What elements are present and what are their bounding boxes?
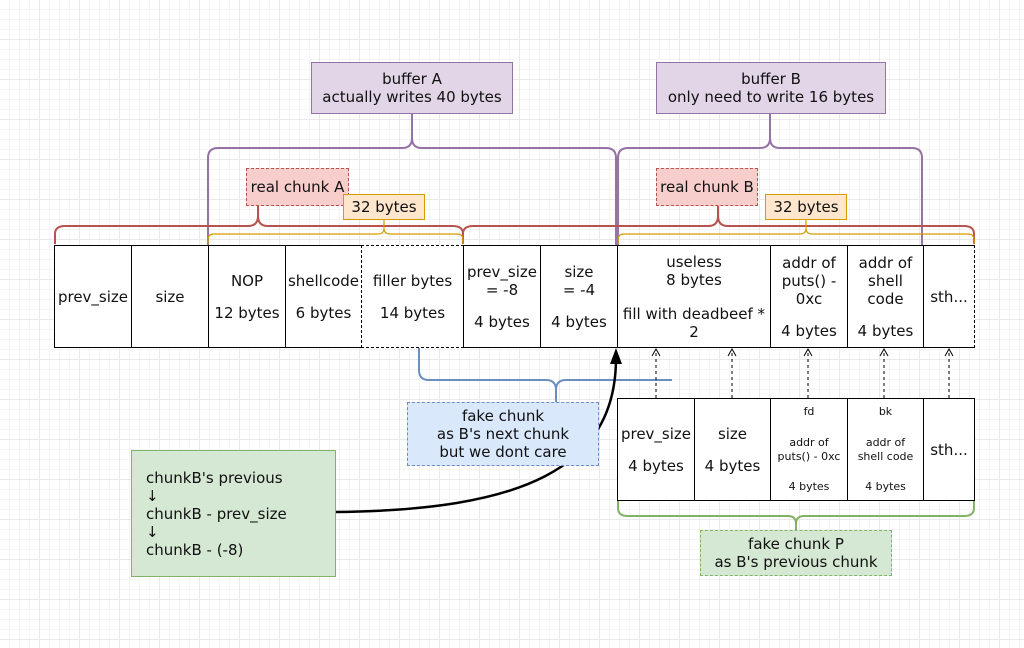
real-chunk-a-label: real chunk A	[246, 168, 349, 206]
fake-bk-desc: addr of shell code	[857, 435, 914, 463]
filler-bytes: 14 bytes	[379, 303, 446, 322]
shellcode-bytes: 6 bytes	[295, 303, 352, 322]
fake-bk-cell: bk addr of shell code 4 bytes	[847, 398, 924, 501]
bytes-a-text: 32 bytes	[351, 198, 417, 216]
addr-puts-name: addr of puts() - 0xc	[781, 253, 837, 308]
fake-chunk-p-text: fake chunk P as B's previous chunk	[714, 535, 878, 571]
size-text: size	[155, 287, 185, 306]
note-box: chunkB's previous ↓ chunkB - prev_size ↓…	[131, 450, 336, 577]
fake-fd-cell: fd addr of puts() - 0xc 4 bytes	[770, 398, 848, 501]
useless-note: fill with deadbeef * 2	[622, 304, 766, 341]
fake-fd-desc: addr of puts() - 0xc	[777, 435, 841, 463]
nop-cell: NOP 12 bytes	[208, 245, 286, 348]
prev-size-cell: prev_size	[54, 245, 132, 348]
buffer-b-subtitle: only need to write 16 bytes	[667, 88, 875, 106]
fake-size-name: size	[717, 424, 748, 443]
shellcode-name: shellcode	[287, 271, 360, 290]
buffer-b-box: buffer B only need to write 16 bytes	[656, 62, 886, 114]
fake-chunk-next-text: fake chunk as B's next chunk but we dont…	[436, 407, 570, 461]
addr-shell-cell: addr of shell code 4 bytes	[847, 245, 924, 348]
fake-fd-bytes: 4 bytes	[788, 480, 830, 493]
fake-size-cell: size 4 bytes	[694, 398, 771, 501]
fake-next-brace	[418, 348, 672, 402]
addr-shell-bytes: 4 bytes	[857, 321, 914, 340]
dashed-arrows	[655, 352, 950, 398]
prev-size-text: prev_size	[57, 287, 129, 306]
bytes-a-brace	[207, 220, 464, 244]
fake-prev-size-cell: prev_size 4 bytes	[617, 398, 695, 501]
real-chunk-a-text: real chunk A	[250, 178, 345, 196]
fake-chunk-next-box: fake chunk as B's next chunk but we dont…	[407, 402, 599, 466]
sth-text: sth...	[930, 287, 968, 306]
note-box-text: chunkB's previous ↓ chunkB - prev_size ↓…	[146, 468, 287, 559]
real-chunk-b-text: real chunk B	[660, 178, 754, 196]
addr-puts-cell: addr of puts() - 0xc 4 bytes	[770, 245, 848, 348]
bytes-b-brace	[617, 220, 975, 244]
chunk-b-brace	[462, 206, 975, 244]
buffer-a-title: buffer A	[382, 70, 442, 88]
bytes-a-label: 32 bytes	[343, 194, 425, 220]
addr-shell-name: addr of shell code	[858, 253, 913, 308]
buffer-a-subtitle: actually writes 40 bytes	[322, 88, 502, 106]
fake-prev-size-name: prev_size	[620, 424, 692, 443]
fake-fd-name: fd	[803, 405, 815, 418]
fake-sth-text: sth...	[930, 440, 968, 459]
size-cell: size	[131, 245, 209, 348]
nop-name: NOP	[230, 271, 264, 290]
buffer-a-box: buffer A actually writes 40 bytes	[311, 62, 513, 114]
fake-size-bytes: 4 bytes	[704, 456, 761, 475]
nop-bytes: 12 bytes	[214, 303, 280, 322]
bytes-b-text: 32 bytes	[773, 198, 839, 216]
b-prev-size-cell: prev_size = -8 4 bytes	[463, 245, 541, 348]
b-prev-size-name: prev_size = -8	[466, 262, 538, 299]
buffer-a-brace	[207, 114, 617, 246]
fake-bk-bytes: 4 bytes	[865, 480, 906, 493]
b-size-bytes: 4 bytes	[551, 312, 607, 331]
curved-arrow-head	[610, 348, 622, 364]
curved-arrow	[335, 357, 618, 514]
buffer-b-brace	[617, 114, 923, 246]
filler-cell: filler bytes 14 bytes	[361, 245, 464, 348]
shellcode-cell: shellcode 6 bytes	[285, 245, 362, 348]
b-prev-size-bytes: 4 bytes	[474, 312, 530, 331]
buffer-b-title: buffer B	[741, 70, 801, 88]
addr-puts-bytes: 4 bytes	[781, 321, 837, 340]
fake-bk-name: bk	[878, 405, 893, 418]
useless-name: useless 8 bytes	[666, 252, 722, 289]
fake-sth-cell: sth...	[923, 398, 975, 501]
fake-p-brace	[617, 501, 975, 530]
b-size-name: size = -4	[562, 262, 596, 299]
useless-cell: useless 8 bytes fill with deadbeef * 2	[617, 245, 771, 348]
filler-name: filler bytes	[372, 271, 453, 290]
sth-cell: sth...	[923, 245, 975, 348]
bytes-b-label: 32 bytes	[765, 194, 847, 220]
real-chunk-b-label: real chunk B	[656, 168, 758, 206]
fake-chunk-p-box: fake chunk P as B's previous chunk	[700, 530, 892, 576]
fake-prev-size-bytes: 4 bytes	[628, 456, 684, 475]
b-size-cell: size = -4 4 bytes	[540, 245, 618, 348]
